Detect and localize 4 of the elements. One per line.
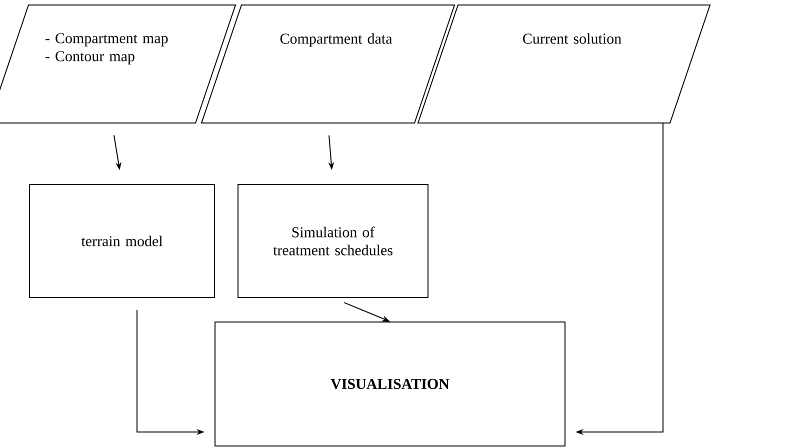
process-box: terrain model [29,184,215,298]
input-parallelogram: - Compartment map - Contour map [0,4,236,124]
process-box: Simulation of treatment schedules [238,184,428,298]
process-box: VISUALISATION [214,322,566,446]
